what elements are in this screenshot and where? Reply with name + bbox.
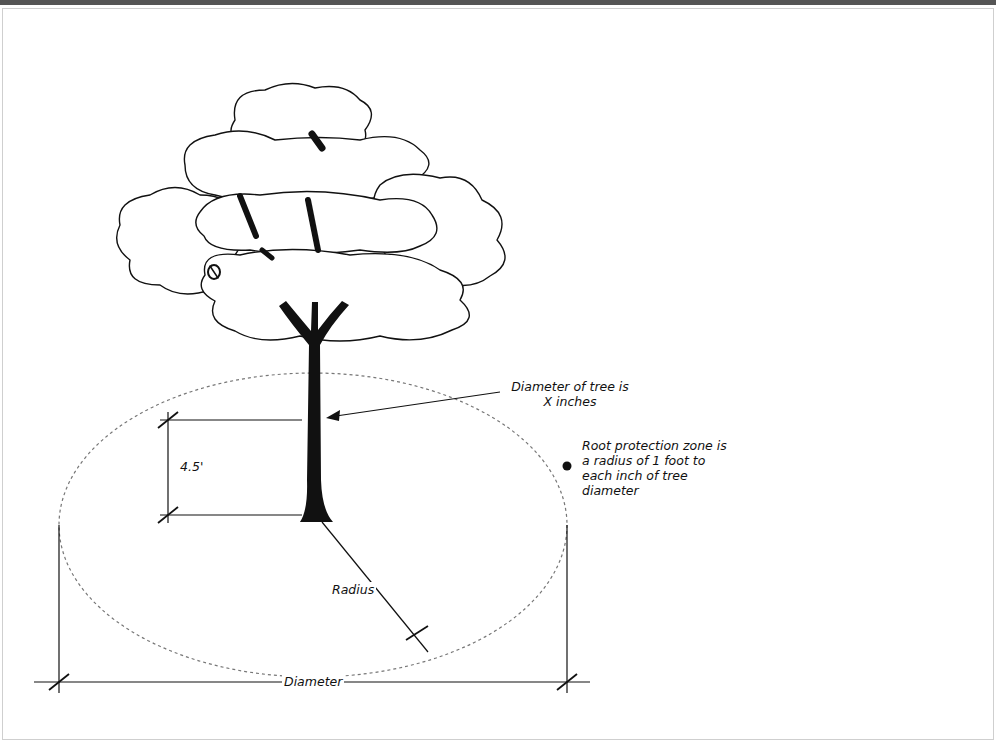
canopy bbox=[117, 83, 505, 341]
callout-dot bbox=[563, 462, 572, 471]
frame bbox=[3, 9, 994, 740]
callout-label: Diameter of tree is X inches bbox=[503, 379, 637, 409]
trunk bbox=[279, 301, 349, 522]
diameter-dimension bbox=[34, 525, 590, 693]
radius-line bbox=[322, 522, 428, 652]
branches bbox=[208, 134, 322, 279]
diameter-label: Diameter bbox=[282, 674, 344, 689]
radius-label: Radius bbox=[330, 582, 376, 597]
dimension-label: 4.5' bbox=[178, 459, 205, 474]
callout-arrow bbox=[326, 392, 500, 421]
height-dimension bbox=[158, 412, 302, 523]
callout-note: Root protection zone is a radius of 1 fo… bbox=[580, 438, 734, 498]
top-bar bbox=[0, 0, 996, 5]
